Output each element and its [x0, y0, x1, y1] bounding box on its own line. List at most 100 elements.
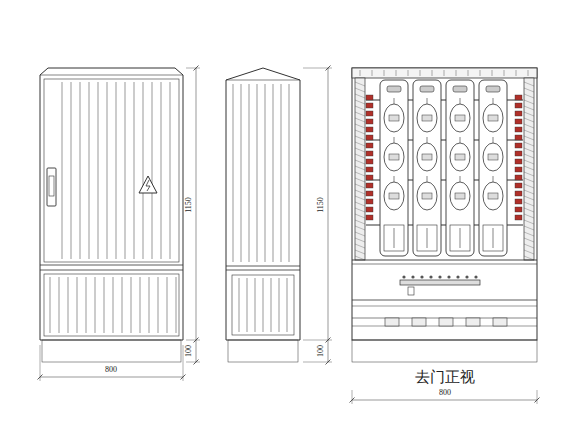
post-hatch	[524, 136, 534, 140]
post-hatch	[355, 124, 365, 128]
terminal-block	[515, 135, 522, 140]
base-rib	[68, 277, 69, 333]
post-hatch	[524, 106, 534, 110]
base-rib	[113, 277, 114, 333]
extension-line	[186, 68, 200, 69]
rail-slot	[516, 70, 517, 76]
terminal-block	[515, 119, 522, 124]
fuse-holder	[450, 143, 470, 171]
side-base-rib	[247, 278, 248, 332]
post-hatch	[524, 232, 534, 236]
door-rib	[134, 82, 135, 259]
side-base-rib	[271, 278, 272, 332]
post-hatch	[355, 184, 365, 188]
fuse-lead	[493, 176, 494, 182]
bar-bolt	[456, 275, 459, 278]
side-rib	[257, 84, 258, 262]
lug-bolt	[394, 228, 395, 248]
roof-edge	[226, 80, 300, 81]
neutral-bar	[400, 280, 480, 285]
door-rib	[143, 82, 144, 259]
post-hatch	[524, 124, 534, 128]
post-hatch	[524, 250, 534, 254]
cable-clamp	[412, 318, 426, 326]
fuse-switch	[380, 80, 408, 256]
terminal-block	[366, 207, 373, 212]
rail-slot	[360, 70, 361, 76]
terminal-block	[515, 215, 522, 220]
lug-bolt	[427, 228, 428, 248]
dimension-value: 800	[105, 366, 117, 374]
dimension-line	[40, 377, 183, 378]
rail-slot	[444, 70, 445, 76]
post-hatch	[524, 148, 534, 152]
fuse-lead	[427, 98, 428, 104]
post-hatch	[355, 118, 365, 122]
fuse-lead	[460, 137, 461, 143]
post-hatch	[355, 100, 365, 104]
dimension-line	[352, 400, 537, 401]
post-hatch	[524, 196, 534, 200]
base-rib	[86, 277, 87, 333]
post-hatch	[355, 178, 365, 182]
lug-bolt	[493, 228, 494, 248]
fuse-link	[422, 193, 432, 199]
side-base-rib	[263, 278, 264, 332]
post-hatch	[355, 238, 365, 242]
rail-slot	[456, 70, 457, 76]
fuse-lead	[394, 98, 395, 104]
post-hatch	[355, 106, 365, 110]
terminal-block	[366, 167, 373, 172]
handle-grip	[49, 176, 54, 196]
post-hatch	[524, 202, 534, 206]
fuse-link	[422, 115, 432, 121]
dimension-tick	[38, 375, 43, 380]
terminal-block	[515, 191, 522, 196]
post-hatch	[355, 196, 365, 200]
post-hatch	[524, 82, 534, 86]
fuse-link	[488, 193, 498, 199]
post-hatch	[355, 148, 365, 152]
fuse-holder	[417, 104, 437, 132]
terminal-block	[515, 127, 522, 132]
post-hatch	[524, 154, 534, 158]
fuse-holder	[450, 104, 470, 132]
post-hatch	[355, 190, 365, 194]
view-title: 去门正视	[415, 370, 475, 385]
earth-clamp	[408, 287, 414, 295]
terminal-block	[366, 159, 373, 164]
dimension-value: 1150	[317, 197, 325, 213]
fuse-holder	[417, 143, 437, 171]
door-rib	[125, 82, 126, 259]
post-hatch	[524, 166, 534, 170]
post-hatch	[355, 214, 365, 218]
left-post	[355, 78, 365, 260]
front-view	[40, 68, 183, 362]
cable-clamp	[493, 318, 507, 326]
post-hatch	[524, 172, 534, 176]
side-split	[226, 270, 300, 271]
rail-slot	[504, 70, 505, 76]
base-rib	[95, 277, 96, 333]
terminal-block	[366, 151, 373, 156]
base-rib	[167, 277, 168, 333]
post-hatch	[355, 136, 365, 140]
side-rib	[241, 84, 242, 262]
cable-lug	[483, 225, 503, 251]
terminal-block	[366, 191, 373, 196]
bar-bolt	[474, 275, 477, 278]
post-hatch	[355, 208, 365, 212]
side-base-rib	[287, 278, 288, 332]
post-hatch	[524, 178, 534, 182]
plinth	[42, 340, 181, 362]
base-rib	[131, 277, 132, 333]
extension-line	[537, 390, 538, 404]
side-rib	[289, 84, 290, 262]
warning-sign	[139, 176, 157, 193]
post-hatch	[355, 172, 365, 176]
base-rib	[122, 277, 123, 333]
fuse-lead	[493, 137, 494, 143]
fuse-lead	[460, 98, 461, 104]
